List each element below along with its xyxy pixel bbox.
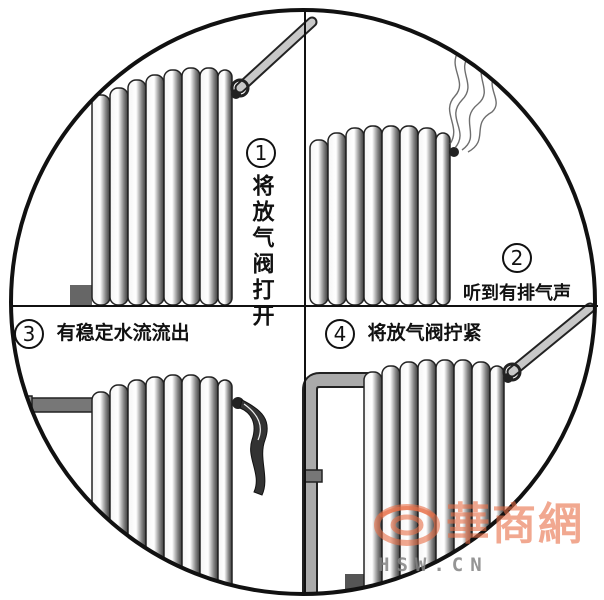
- valve-key-icon: [502, 302, 595, 382]
- step-4-text: 将放气阀拧紧: [367, 322, 482, 344]
- step-1-number: 1: [246, 138, 276, 168]
- water-stream-icon: [239, 399, 268, 496]
- step-3-caption: 3 有稳定水流流出: [14, 318, 190, 349]
- watermark-chinese: 華商網: [446, 499, 584, 550]
- step-3-number: 3: [14, 318, 44, 349]
- steam-icon: [449, 43, 499, 153]
- radiator-panel-3: [19, 374, 268, 594]
- step-4-number: 4: [325, 318, 355, 349]
- step-2-number: 2: [502, 243, 532, 273]
- step-3-text: 有稳定水流流出: [56, 322, 190, 344]
- step-2-text: 听到有排气声: [463, 283, 571, 304]
- radiator-panel-1: [70, 16, 318, 306]
- hsw-logo-icon: [374, 504, 440, 546]
- step-4-caption: 4 将放气阀拧紧: [325, 318, 482, 349]
- radiator-panel-2: [309, 43, 499, 306]
- watermark-domain: HSW.CN: [378, 554, 489, 576]
- step-2-caption: 2 听到有排气声: [452, 243, 582, 305]
- valve-key-icon: [230, 16, 318, 98]
- air-valve-icon: [449, 147, 459, 157]
- step-1-text: 将放气阀打开: [248, 174, 274, 330]
- watermark: 華商網 HSW.CN: [372, 488, 597, 588]
- outer-circle: [9, 8, 597, 596]
- step-1-caption: 1 将放气阀打开: [245, 138, 277, 330]
